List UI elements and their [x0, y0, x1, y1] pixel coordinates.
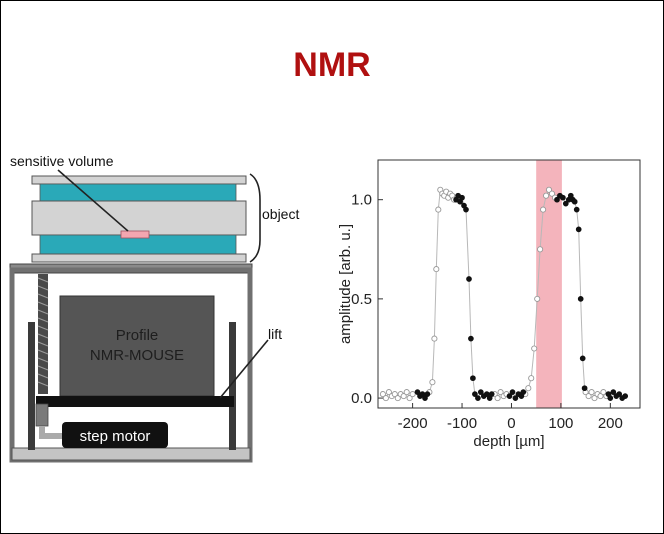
y-tick-label: 0.0 [351, 390, 372, 407]
sensitive-volume-marker [120, 230, 150, 239]
x-tick-label: 200 [598, 415, 623, 432]
screw-thread [37, 277, 49, 387]
filled-data-point [575, 226, 582, 233]
open-data-point [391, 391, 398, 398]
filled-data-point [422, 395, 428, 401]
filled-data-point [488, 391, 495, 397]
open-data-point [591, 395, 598, 402]
filled-data-point [622, 393, 629, 399]
filled-data-point [424, 391, 431, 397]
threaded-screw [38, 274, 48, 394]
open-data-point [534, 295, 541, 302]
filled-data-point [509, 389, 516, 395]
open-data-point [540, 206, 547, 213]
x-tick-label: -100 [447, 415, 477, 432]
open-data-point [548, 190, 556, 197]
object-brace [249, 173, 261, 263]
y-tick-label: 1.0 [351, 192, 372, 209]
filled-data-point [506, 393, 513, 399]
open-data-point [585, 393, 592, 400]
filled-data-point [470, 375, 476, 382]
filled-data-point [616, 391, 623, 397]
object-label: object [262, 206, 299, 222]
open-data-point [597, 393, 604, 400]
filled-data-point [573, 206, 580, 213]
open-data-point [435, 206, 442, 213]
open-data-point [431, 335, 438, 342]
filled-data-point [610, 389, 617, 395]
filled-data-point [459, 194, 465, 201]
filled-data-point [571, 198, 578, 205]
sensitive-volume-pointer [57, 169, 129, 232]
filled-data-point [477, 389, 484, 395]
y-axis: 0.0 0.5 1.0 [351, 192, 383, 407]
open-data-point [497, 389, 504, 396]
filled-data-point [414, 389, 421, 395]
open-data-point [588, 389, 595, 396]
filled-data-point [607, 395, 614, 401]
x-tick-label: 0 [507, 415, 515, 432]
open-data-point [403, 389, 410, 396]
lift-label: lift [268, 326, 282, 342]
y-axis-label: amplitude [arb. u.] [337, 224, 354, 344]
filled-data-point [560, 194, 566, 201]
object-bottom-plate [31, 253, 247, 263]
open-data-point [543, 192, 550, 199]
lift-pointer [219, 339, 269, 399]
x-tick-label: -200 [398, 415, 428, 432]
filled-data-point [577, 296, 584, 302]
nmr-mouse-label: NMR-MOUSE [90, 347, 184, 364]
filled-data-point [562, 200, 569, 207]
plot-frame [377, 159, 641, 409]
step-motor-box [62, 422, 168, 448]
filled-data-point [512, 395, 519, 401]
open-data-point [406, 395, 413, 402]
step-motor-label: step motor [80, 428, 151, 445]
motor-shaft [39, 426, 62, 439]
filled-data-point [581, 385, 588, 392]
open-data-point [382, 395, 389, 402]
open-data-point [385, 389, 392, 396]
filled-data-point [475, 395, 481, 401]
profile-trace [382, 188, 626, 400]
open-data-point [394, 395, 401, 402]
y-tick-label: 0.5 [351, 291, 372, 308]
left-guide-rail [28, 322, 35, 450]
open-data-point [494, 395, 501, 402]
open-data-point [600, 389, 607, 396]
filled-data-point [466, 276, 472, 282]
object-middle-plate [31, 200, 247, 236]
trace-lines [382, 188, 626, 400]
open-data-point [379, 391, 386, 398]
open-data-point [531, 345, 538, 352]
open-data-point [429, 379, 436, 386]
filled-data-point [468, 335, 474, 342]
open-data-point [400, 393, 407, 400]
profile-label: Profile [116, 327, 159, 344]
x-axis: -200 -100 0 100 200 [398, 403, 623, 432]
filled-data-point [554, 196, 560, 203]
open-data-point [528, 375, 535, 382]
lift-bar [36, 396, 234, 407]
slide-title: NMR [293, 46, 371, 84]
filled-data-point [472, 391, 478, 397]
x-tick-label: 100 [548, 415, 573, 432]
right-guide-rail [229, 322, 236, 450]
open-data-point [525, 385, 532, 392]
open-data-point [409, 391, 416, 398]
filled-data-point [520, 389, 527, 395]
sensitive-volume-label: sensitive volume [10, 153, 114, 169]
open-data-point [545, 186, 553, 193]
filled-data-point [579, 355, 586, 362]
filled-data-point [463, 206, 469, 213]
nmr-mouse-box [59, 295, 215, 397]
x-axis-label: depth [µm] [473, 433, 544, 450]
data-points [379, 186, 629, 402]
open-data-point [433, 266, 440, 273]
open-data-point [537, 246, 544, 253]
